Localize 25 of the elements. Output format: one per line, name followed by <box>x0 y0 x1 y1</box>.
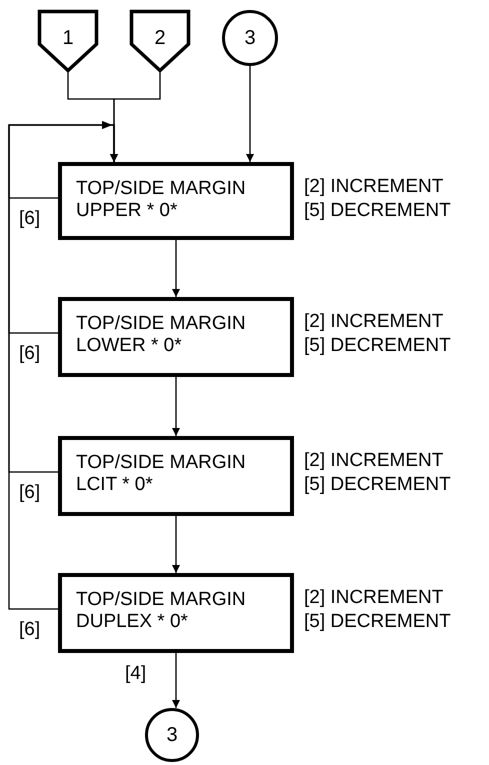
process-box <box>58 297 294 377</box>
edge-label: [6] <box>18 343 42 365</box>
edge-label: [6] <box>18 619 42 641</box>
step-text: TOP/SIDE MARGIN LCIT * 0* <box>76 452 247 496</box>
connector-number: 3 <box>243 27 257 49</box>
connector-number: 3 <box>165 724 179 746</box>
process-box <box>58 573 294 653</box>
key-hint: [2] INCREMENT <box>304 450 444 472</box>
step-text: TOP/SIDE MARGIN UPPER * 0* <box>76 178 247 222</box>
key-hint: [2] INCREMENT <box>304 176 444 198</box>
step-text: TOP/SIDE MARGIN LOWER * 0* <box>76 313 247 357</box>
key-hint: [2] INCREMENT <box>304 587 444 609</box>
key-hint: [5] DECREMENT <box>304 200 451 222</box>
key-hint: [5] DECREMENT <box>304 474 451 496</box>
key-hint: [2] INCREMENT <box>304 311 444 333</box>
edge-label: [6] <box>18 208 42 230</box>
process-box <box>58 162 294 240</box>
process-box <box>58 436 294 516</box>
edge-label: [6] <box>18 482 42 504</box>
key-hint: [5] DECREMENT <box>304 335 451 357</box>
connector-number: 2 <box>153 27 167 50</box>
connector-number: 1 <box>61 27 75 50</box>
edge-label: [4] <box>124 663 148 685</box>
key-hint: [5] DECREMENT <box>304 611 451 633</box>
step-text: TOP/SIDE MARGIN DUPLEX * 0* <box>76 589 247 633</box>
